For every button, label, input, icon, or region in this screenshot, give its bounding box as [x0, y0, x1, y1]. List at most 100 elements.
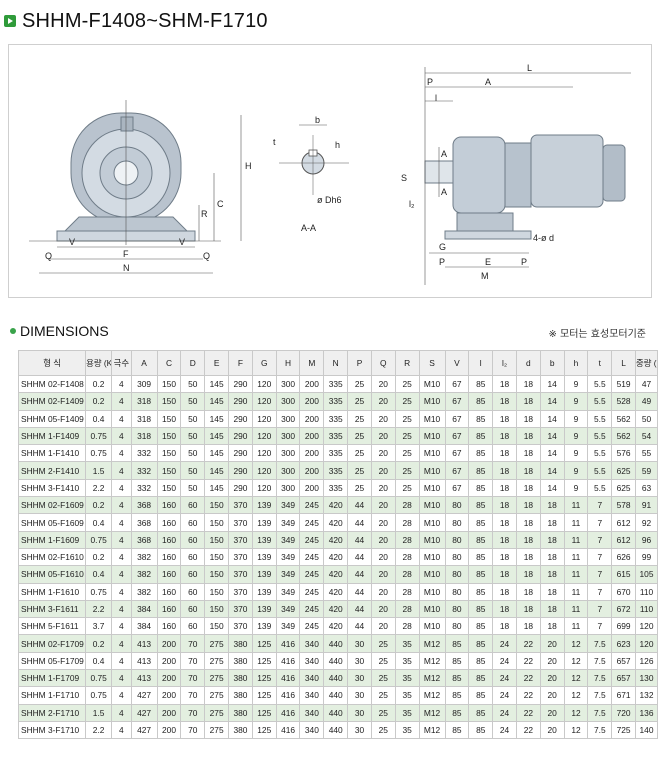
table-cell: 80: [444, 582, 470, 601]
table-cell: 160: [156, 513, 182, 532]
table-cell: 200: [299, 374, 325, 394]
table-cell: 380: [228, 686, 253, 705]
table-cell: M10: [418, 409, 446, 428]
table-cell: 18: [515, 409, 541, 428]
table-cell: 440: [323, 651, 349, 671]
table-cell: 18: [492, 582, 517, 601]
table-cell: 85: [468, 444, 494, 463]
table-cell: 80: [444, 496, 470, 515]
table-cell: 720: [611, 703, 637, 722]
table-cell: 25: [394, 374, 420, 394]
column-header: E: [204, 350, 230, 376]
table-cell: 416: [275, 720, 301, 740]
table-cell: 245: [299, 599, 325, 619]
model-cell: SHHM 02-F1610: [17, 547, 87, 567]
table-cell: 125: [251, 651, 277, 671]
table-cell: 5.5: [587, 409, 613, 428]
table-cell: 25: [370, 651, 396, 671]
table-cell: 80: [444, 547, 470, 567]
table-cell: 0.4: [85, 651, 113, 671]
table-cell: 120: [635, 617, 658, 636]
table-cell: 120: [251, 461, 277, 480]
table-cell: 440: [323, 720, 349, 740]
table-cell: 200: [156, 634, 182, 653]
table-cell: 0.75: [85, 686, 113, 705]
table-cell: 370: [228, 565, 253, 584]
column-header: 극수: [111, 350, 132, 376]
table-cell: 5.5: [587, 426, 613, 446]
table-cell: 92: [635, 513, 658, 532]
table-cell: 85: [468, 409, 494, 428]
table-cell: 275: [204, 703, 230, 722]
column-header: l₂: [492, 350, 517, 376]
table-cell: 160: [156, 496, 182, 515]
table-cell: 54: [635, 426, 658, 446]
table-cell: 20: [370, 599, 396, 619]
table-cell: 70: [180, 720, 206, 740]
table-cell: 18: [515, 599, 541, 619]
table-cell: 20: [370, 547, 396, 567]
table-cell: 370: [228, 582, 253, 601]
table-cell: 300: [275, 478, 301, 498]
table-cell: 200: [156, 686, 182, 705]
table-cell: 20: [539, 720, 565, 740]
table-cell: 120: [251, 374, 277, 394]
table-cell: 382: [130, 547, 158, 567]
side-dim-lines: [424, 67, 631, 285]
table-cell: 25: [394, 409, 420, 428]
table-cell: 275: [204, 669, 230, 688]
table-cell: 49: [635, 392, 658, 411]
table-cell: 14: [539, 374, 565, 394]
table-cell: 150: [156, 461, 182, 480]
model-cell: SHHM 05-F1609: [17, 513, 87, 532]
table-cell: 672: [611, 599, 637, 619]
table-cell: 85: [468, 513, 494, 532]
table-cell: 332: [130, 461, 158, 480]
table-cell: 150: [204, 617, 230, 636]
table-cell: 60: [180, 599, 206, 619]
column-header: h: [563, 350, 589, 376]
table-cell: 139: [251, 617, 277, 636]
table-cell: 309: [130, 374, 158, 394]
table-cell: 370: [228, 617, 253, 636]
side-label-l-small: l: [435, 93, 437, 103]
model-cell: SHHM 3-F1710: [17, 720, 87, 740]
table-cell: 120: [635, 634, 658, 653]
table-cell: 85: [444, 720, 470, 740]
table-cell: 139: [251, 513, 277, 532]
table-cell: 7: [587, 496, 613, 515]
column-header: S: [418, 350, 446, 376]
table-cell: 7.5: [587, 686, 613, 705]
model-cell: SHHM 05-F1610: [17, 565, 87, 584]
table-cell: 18: [539, 547, 565, 567]
table-cell: 300: [275, 409, 301, 428]
table-cell: 4: [111, 617, 132, 636]
table-cell: 67: [444, 409, 470, 428]
table-cell: 24: [492, 686, 517, 705]
table-cell: 20: [370, 478, 396, 498]
table-cell: 20: [370, 426, 396, 446]
table-cell: 25: [394, 444, 420, 463]
table-cell: M10: [418, 496, 446, 515]
table-cell: 150: [204, 599, 230, 619]
table-cell: 20: [370, 496, 396, 515]
table-cell: 24: [492, 703, 517, 722]
dim-label-f: F: [123, 249, 129, 259]
column-header: t: [587, 350, 613, 376]
table-cell: 340: [299, 669, 325, 688]
table-cell: 3.7: [85, 617, 113, 636]
table-cell: 145: [204, 444, 230, 463]
table-cell: 60: [180, 530, 206, 549]
table-cell: 7: [587, 582, 613, 601]
table-cell: 44: [347, 617, 372, 636]
table-cell: M10: [418, 374, 446, 394]
table-cell: 44: [347, 599, 372, 619]
table-cell: 25: [347, 392, 372, 411]
table-cell: 85: [468, 426, 494, 446]
table-cell: 335: [323, 426, 349, 446]
table-cell: 25: [370, 703, 396, 722]
table-cell: 30: [347, 634, 372, 653]
table-cell: 120: [251, 444, 277, 463]
